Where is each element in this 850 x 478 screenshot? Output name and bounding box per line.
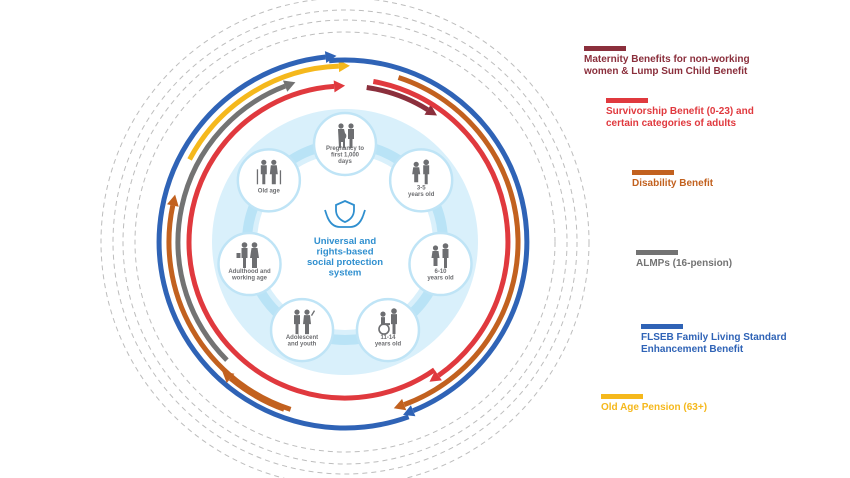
arc-arrowhead — [222, 371, 235, 383]
stage-label: 6-10 — [434, 269, 447, 275]
arc-arrowhead — [338, 60, 350, 73]
center-title-line: Universal and — [314, 236, 376, 247]
arc-maternity — [366, 85, 430, 112]
arc-arrowhead — [333, 80, 346, 93]
dashed-ring — [134, 31, 556, 453]
stage-label: Pregnancy to — [326, 146, 364, 152]
legend-label: Survivorship Benefit (0-23) and — [606, 106, 754, 117]
legend-item-flseb: FLSEB Family Living StandardEnhancement … — [641, 324, 787, 355]
legend-label: certain categories of adults — [606, 118, 736, 129]
arc-disability — [397, 75, 521, 407]
center-title-line: system — [329, 268, 362, 279]
legend-item-maternity: Maternity Benefits for non-workingwomen … — [583, 46, 750, 77]
arc-survivorship — [372, 79, 511, 378]
center-title-line: rights-based — [316, 247, 373, 258]
legend-label: ALMPs (16-pension) — [636, 258, 732, 269]
stage-6: Old age — [236, 148, 302, 213]
legend-swatch — [606, 98, 648, 103]
arc-oldage — [187, 63, 339, 161]
arc-arrowhead — [403, 405, 416, 417]
legend-swatch — [632, 170, 674, 175]
dashed-ring — [122, 19, 568, 465]
center-title-line: social protection — [307, 257, 383, 268]
legend-swatch — [601, 394, 643, 399]
legend-swatch — [636, 250, 678, 255]
legend-swatch — [584, 46, 626, 51]
benefit-arcs — [156, 51, 530, 431]
legend-swatch — [641, 324, 683, 329]
stage-label: Adolescent — [286, 335, 318, 341]
legend-label: Disability Benefit — [632, 178, 714, 189]
stage-circle — [388, 148, 454, 213]
stage-label: first 1,000 — [331, 153, 360, 159]
stage-label: years old — [408, 192, 435, 198]
stage-label: days — [338, 159, 352, 165]
inner-disc — [257, 154, 433, 330]
legend-label: women & Lump Sum Child Benefit — [583, 66, 748, 77]
arc-flseb — [328, 57, 530, 414]
stage-label: and youth — [288, 342, 317, 348]
stage-label: 11-14 — [380, 335, 396, 341]
arc-almps — [175, 83, 287, 362]
stage-label: working age — [231, 276, 268, 282]
arc-arrowhead — [424, 104, 437, 116]
legend-item-oldage: Old Age Pension (63+) — [601, 394, 707, 413]
legend-label: FLSEB Family Living Standard — [641, 332, 787, 343]
arc-flseb — [156, 54, 410, 431]
legend-label: Maternity Benefits for non-working — [584, 54, 750, 65]
stage-label: 3-5 — [417, 185, 426, 191]
stage-label: Adulthood and — [228, 269, 271, 275]
stage-label: years old — [375, 342, 402, 348]
legend-label: Old Age Pension (63+) — [601, 402, 707, 413]
stage-circle — [217, 231, 282, 297]
dashed-rings — [100, 0, 590, 478]
dashed-ring — [112, 9, 578, 475]
stage-label: Old age — [258, 188, 281, 194]
stage-circle — [408, 231, 473, 297]
arc-survivorship — [186, 83, 436, 401]
arc-arrowhead — [324, 51, 337, 63]
arc-arrowhead — [393, 398, 407, 411]
legend: Maternity Benefits for non-workingwomen … — [583, 46, 787, 413]
stage-circle — [355, 297, 421, 363]
stage-circle — [269, 297, 335, 363]
stage-label: years old — [427, 276, 454, 282]
arc-arrowhead — [283, 80, 296, 92]
legend-item-disability: Disability Benefit — [632, 170, 714, 189]
legend-label: Enhancement Benefit — [641, 344, 744, 355]
arc-disability — [228, 376, 285, 412]
stage-circle — [236, 148, 302, 213]
dashed-ring — [100, 0, 590, 478]
arc-arrowhead — [429, 370, 442, 382]
legend-item-almps: ALMPs (16-pension) — [636, 250, 732, 269]
arc-arrowhead — [167, 194, 179, 207]
